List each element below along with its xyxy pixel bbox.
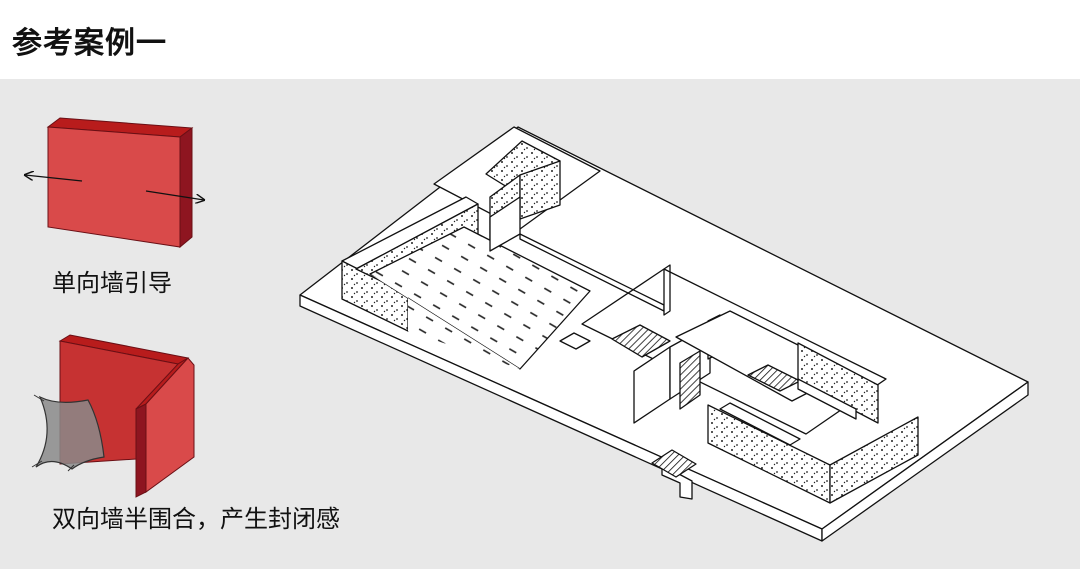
building-plan-diagram-icon xyxy=(299,126,1029,542)
diagram-panel: 单向墙引导 双向墙半围合，产生封闭感 xyxy=(0,79,1080,569)
two-way-wall-caption: 双向墙半围合，产生封闭感 xyxy=(52,505,340,533)
header-bar: 参考案例一 xyxy=(0,0,1080,79)
one-way-wall-caption: 单向墙引导 xyxy=(52,269,172,297)
page-title: 参考案例一 xyxy=(12,26,167,61)
one-way-wall-icon xyxy=(0,117,260,249)
two-way-wall-icon xyxy=(31,334,195,498)
